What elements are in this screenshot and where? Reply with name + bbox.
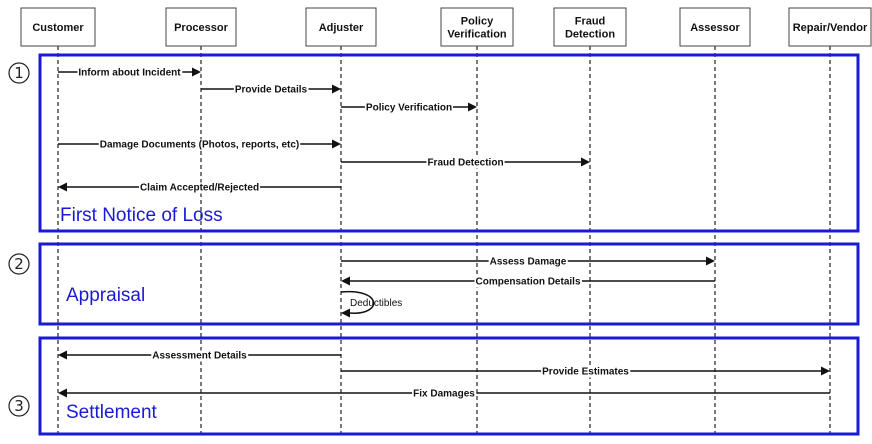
actor-label-assessor: Assessor xyxy=(690,22,740,34)
message-5-label-bg xyxy=(426,157,505,169)
message-1-label-bg xyxy=(77,67,183,79)
actor-box-processor xyxy=(165,7,237,47)
message-12: Fix Damages xyxy=(58,388,830,400)
message-11-arrowhead xyxy=(821,366,830,376)
message-4-label-bg xyxy=(98,139,301,151)
message-3-label-bg xyxy=(364,102,454,114)
message-12-label: Fix Damages xyxy=(413,389,475,400)
actor-box-fraud xyxy=(553,7,627,47)
phase-box-3 xyxy=(38,336,860,436)
phase-box-1 xyxy=(38,53,860,233)
message-1: Inform about Incident xyxy=(58,67,201,79)
phase-title-3: Settlement xyxy=(66,402,158,423)
actor-label-processor: Processor xyxy=(174,22,229,34)
message-11-label: Provide Estimates xyxy=(542,367,629,378)
phase-box-2 xyxy=(38,242,860,326)
phase-title-1: First Notice of Loss xyxy=(60,205,223,226)
message-11-label-bg xyxy=(541,366,631,378)
phase-number-circle-2 xyxy=(8,253,30,275)
message-9: Deductibles xyxy=(340,290,402,318)
actor-box-repair xyxy=(788,7,872,47)
message-6-arrowhead xyxy=(58,182,67,192)
message-6: Claim Accepted/Rejected xyxy=(58,182,341,194)
message-1-label: Inform about Incident xyxy=(78,68,181,79)
actor-assessor: Assessor xyxy=(679,7,751,47)
message-9-arrowhead xyxy=(341,308,350,318)
message-12-label-bg xyxy=(412,388,477,400)
message-5-label: Fraud Detection xyxy=(427,158,503,169)
message-3: Policy Verification xyxy=(341,102,477,114)
actor-processor: Processor xyxy=(165,7,237,47)
actor-label-repair: Repair/Vendor xyxy=(793,22,868,34)
phase-number-2: 2 xyxy=(14,255,24,273)
actor-repair: Repair/Vendor xyxy=(788,7,872,47)
message-4-arrowhead xyxy=(332,139,341,149)
actor-adjuster: Adjuster xyxy=(305,7,377,47)
message-4-label: Damage Documents (Photos, reports, etc) xyxy=(100,140,299,151)
message-10: Assessment Details xyxy=(58,350,341,362)
message-7-arrowhead xyxy=(706,256,715,266)
message-6-label: Claim Accepted/Rejected xyxy=(140,183,259,194)
message-2-label-bg xyxy=(233,84,309,96)
message-7-label-bg xyxy=(488,256,568,268)
actor-box-adjuster xyxy=(305,7,377,47)
actor-box-customer xyxy=(20,7,96,47)
message-7-label: Assess Damage xyxy=(490,257,567,268)
actor-box-assessor xyxy=(679,7,751,47)
phase-number-3: 3 xyxy=(14,397,24,415)
message-4: Damage Documents (Photos, reports, etc) xyxy=(58,139,341,151)
message-9-loop xyxy=(340,290,375,314)
message-10-label: Assessment Details xyxy=(152,351,247,362)
message-2-arrowhead xyxy=(332,84,341,94)
message-10-label-bg xyxy=(151,350,249,362)
message-11: Provide Estimates xyxy=(341,366,830,378)
message-12-arrowhead xyxy=(58,388,67,398)
message-2: Provide Details xyxy=(201,84,341,96)
message-7: Assess Damage xyxy=(341,256,715,268)
phase-number-1: 1 xyxy=(14,64,24,82)
message-8-label: Compensation Details xyxy=(475,277,580,288)
message-5: Fraud Detection xyxy=(341,157,590,169)
phase-title-2: Appraisal xyxy=(66,285,145,306)
message-10-arrowhead xyxy=(58,350,67,360)
message-6-label-bg xyxy=(138,182,261,194)
phase-number-circle-3 xyxy=(8,395,30,417)
message-2-label: Provide Details xyxy=(235,85,308,96)
message-8-label-bg xyxy=(474,276,582,288)
message-3-label: Policy Verification xyxy=(366,103,452,114)
message-1-arrowhead xyxy=(192,67,201,77)
actor-box-policy xyxy=(440,7,514,47)
message-5-arrowhead xyxy=(581,157,590,167)
actor-label-adjuster: Adjuster xyxy=(319,22,364,34)
message-3-arrowhead xyxy=(468,102,477,112)
message-8-arrowhead xyxy=(341,276,350,286)
phase-number-circle-1 xyxy=(8,62,30,84)
message-8: Compensation Details xyxy=(341,276,715,288)
actor-customer: Customer xyxy=(20,7,96,47)
message-9-label: Deductibles xyxy=(350,298,402,309)
actor-label-customer: Customer xyxy=(32,22,84,34)
